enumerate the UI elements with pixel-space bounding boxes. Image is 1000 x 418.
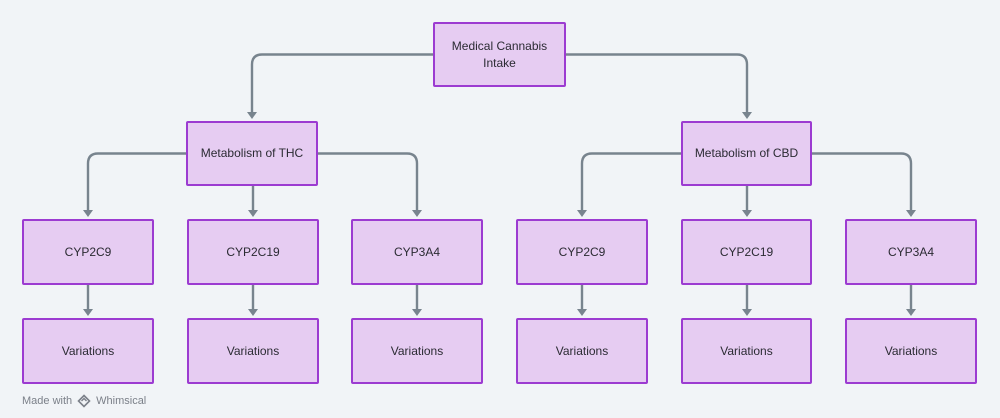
edge-thc-to-thc-cyp3a4-arrowhead	[412, 210, 422, 217]
edge-thc-to-thc-cyp2c9	[86, 152, 186, 211]
watermark[interactable]: Made with Whimsical	[22, 394, 146, 408]
node-label: Variations	[390, 343, 444, 358]
edge-cbd-to-cbd-cyp2c9	[580, 152, 681, 211]
node-cbd-cyp3a4[interactable]: CYP3A4	[845, 219, 977, 285]
node-root[interactable]: Medical Cannabis Intake	[433, 22, 566, 87]
edge-thc-to-thc-cyp2c9-arrowhead	[83, 210, 93, 217]
edge-thc-to-thc-cyp2c19-arrowhead	[248, 210, 258, 217]
node-label: CYP2C9	[558, 244, 606, 259]
edge-cbd-cyp3a4-to-cbd-cyp3a4-var-arrowhead	[906, 309, 916, 316]
node-label: Variations	[555, 343, 609, 358]
node-label: CYP2C19	[226, 244, 280, 259]
edge-cbd-cyp2c19-to-cbd-cyp2c19-var-arrowhead	[742, 309, 752, 316]
node-label: Metabolism of THC	[200, 146, 304, 160]
edge-thc-to-thc-cyp3a4	[318, 152, 419, 211]
node-label: Variations	[884, 343, 938, 358]
node-cbd-cyp2c9-var[interactable]: Variations	[516, 318, 648, 384]
edge-cbd-cyp2c9-to-cbd-cyp2c9-var-arrowhead	[577, 309, 587, 316]
node-label: CYP3A4	[393, 244, 441, 259]
node-cbd-cyp2c19-var[interactable]: Variations	[681, 318, 812, 384]
node-label: Metabolism of CBD	[694, 146, 799, 160]
node-label: Variations	[61, 343, 115, 358]
node-thc-cyp2c19[interactable]: CYP2C19	[187, 219, 319, 285]
node-thc-cyp3a4-var[interactable]: Variations	[351, 318, 483, 384]
edge-root-to-thc	[250, 53, 433, 113]
edge-cbd-to-cbd-cyp2c9-arrowhead	[577, 210, 587, 217]
edge-cbd-to-cbd-cyp3a4-arrowhead	[906, 210, 916, 217]
edge-thc-cyp2c9-to-thc-cyp2c9-var-arrowhead	[83, 309, 93, 316]
node-cbd-cyp2c9[interactable]: CYP2C9	[516, 219, 648, 285]
node-cbd-cyp3a4-var[interactable]: Variations	[845, 318, 977, 384]
edge-thc-cyp3a4-to-thc-cyp3a4-var-arrowhead	[412, 309, 422, 316]
node-label: Variations	[226, 343, 280, 358]
node-cbd-cyp2c19[interactable]: CYP2C19	[681, 219, 812, 285]
node-label: CYP3A4	[887, 244, 935, 259]
node-label: CYP2C19	[719, 244, 774, 259]
node-thc-cyp2c19-var[interactable]: Variations	[187, 318, 319, 384]
node-thc[interactable]: Metabolism of THC	[186, 121, 318, 186]
node-label: Variations	[720, 343, 773, 358]
edge-root-to-thc-arrowhead	[247, 112, 257, 119]
edge-root-to-cbd	[566, 53, 749, 113]
edge-root-to-cbd-arrowhead	[742, 112, 752, 119]
whimsical-logo-icon	[77, 394, 91, 408]
edge-cbd-to-cbd-cyp3a4	[812, 152, 913, 211]
edge-thc-cyp2c19-to-thc-cyp2c19-var-arrowhead	[248, 309, 258, 316]
node-cbd[interactable]: Metabolism of CBD	[681, 121, 812, 186]
node-label: CYP2C9	[64, 244, 112, 259]
node-label: Medical Cannabis Intake	[451, 38, 548, 70]
node-thc-cyp2c9-var[interactable]: Variations	[22, 318, 154, 384]
node-thc-cyp2c9[interactable]: CYP2C9	[22, 219, 154, 285]
node-thc-cyp3a4[interactable]: CYP3A4	[351, 219, 483, 285]
watermark-brand: Whimsical	[96, 395, 147, 407]
watermark-prefix: Made with	[22, 395, 73, 407]
edge-cbd-to-cbd-cyp2c19-arrowhead	[742, 210, 752, 217]
